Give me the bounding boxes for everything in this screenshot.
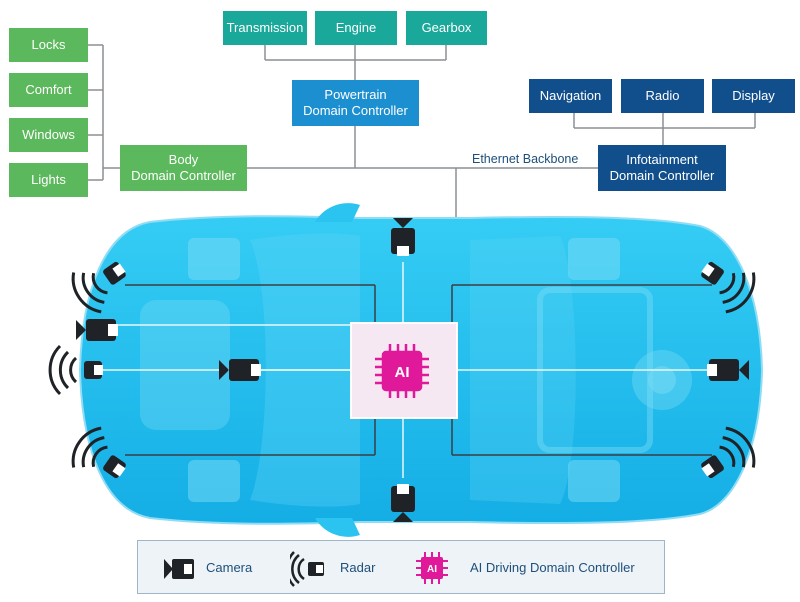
powertrain-function-label: Transmission xyxy=(226,20,304,35)
camera-icon xyxy=(391,484,415,522)
camera-icon xyxy=(76,319,118,341)
body-domain-controller: Body Domain Controller xyxy=(120,145,247,191)
radar-icon xyxy=(71,261,126,314)
camera-icon xyxy=(219,359,261,381)
ai-domain-controller: AI xyxy=(350,322,458,419)
legend-ai-controller-label: AI Driving Domain Controller xyxy=(470,560,635,575)
body-function-lights: Lights xyxy=(9,163,88,197)
powertrain-function-gearbox: Gearbox xyxy=(406,11,487,45)
legend-ai-icon-label: AI xyxy=(427,564,437,575)
body-function-label: Comfort xyxy=(25,82,72,97)
radar-icon xyxy=(48,344,103,396)
legend-camera-label: Camera xyxy=(206,560,253,575)
radar-icon xyxy=(290,551,324,587)
powertrain-function-label: Gearbox xyxy=(421,20,472,35)
infotainment-function-label: Navigation xyxy=(539,88,602,103)
infotainment-domain-controller: Infotainment Domain Controller xyxy=(598,145,726,191)
infotainment-function-navigation: Navigation xyxy=(529,79,612,113)
powertrain-domain-controller: Powertrain Domain Controller xyxy=(292,80,419,126)
sensor-wiring-light xyxy=(97,262,712,478)
infotainment-function-label: Display xyxy=(732,88,775,103)
body-controller-label: Body Domain Controller xyxy=(131,152,236,183)
body-function-label: Lights xyxy=(31,172,66,187)
ethernet-backbone-label: Ethernet Backbone xyxy=(472,152,579,166)
radar-icon xyxy=(701,261,756,314)
connection-lines xyxy=(88,44,756,323)
powertrain-controller-label: Powertrain Domain Controller xyxy=(303,87,408,118)
sensor-wiring xyxy=(125,284,712,456)
body-function-comfort: Comfort xyxy=(9,73,88,107)
infotainment-controller-label: Infotainment Domain Controller xyxy=(609,152,715,183)
radar-icon xyxy=(701,426,756,479)
infotainment-function-radio: Radio xyxy=(621,79,704,113)
ai-chip-icon: AI xyxy=(416,552,448,584)
ai-chip-icon xyxy=(375,344,429,398)
infotainment-function-display: Display xyxy=(712,79,795,113)
body-function-label: Windows xyxy=(22,127,75,142)
camera-icon xyxy=(391,218,415,256)
ai-chip-label: AI xyxy=(395,364,410,381)
powertrain-function-label: Engine xyxy=(335,20,377,35)
radar-icon xyxy=(71,426,126,479)
legend: Camera Radar AI AI Driving Domain Contro… xyxy=(137,540,665,594)
body-function-locks: Locks xyxy=(9,28,88,62)
camera-icon xyxy=(164,559,194,579)
powertrain-function-engine: Engine xyxy=(315,11,397,45)
powertrain-function-transmission: Transmission xyxy=(223,11,307,45)
infotainment-function-label: Radio xyxy=(645,88,680,103)
body-function-label: Locks xyxy=(31,37,66,52)
legend-radar-label: Radar xyxy=(340,560,376,575)
camera-icon xyxy=(707,359,749,381)
body-function-windows: Windows xyxy=(9,118,88,152)
